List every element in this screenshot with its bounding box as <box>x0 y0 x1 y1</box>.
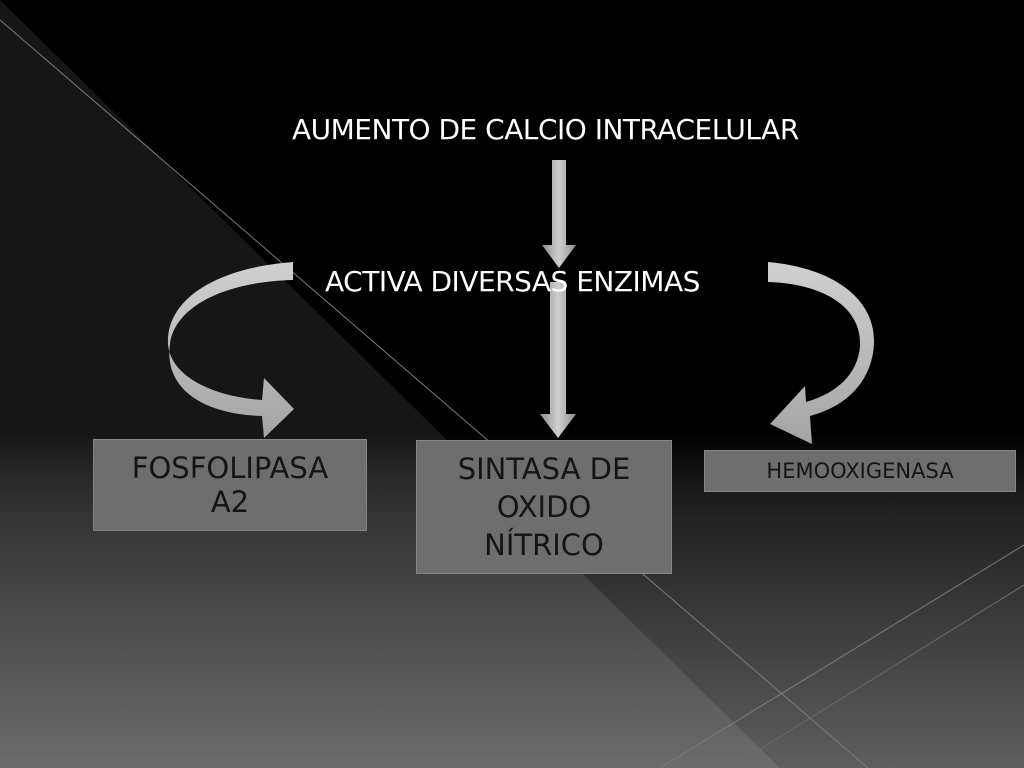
enzyme-label: HEMOOXIGENASA <box>766 459 954 483</box>
enzyme-label: SINTASA DE OXIDO NÍTRICO <box>457 452 631 562</box>
enzyme-label: FOSFOLIPASA A2 <box>131 451 329 519</box>
curved-arrow-right <box>768 262 875 444</box>
step-calcio-intracelular: AUMENTO DE CALCIO INTRACELULAR <box>292 113 799 146</box>
bg-diagonal-shade <box>0 0 780 768</box>
curved-arrow-left <box>167 262 294 438</box>
arrow-down-step1-to-step2 <box>542 160 576 268</box>
enzyme-box-sintasa-oxido-nitrico: SINTASA DE OXIDO NÍTRICO <box>416 440 672 574</box>
arrow-down-to-enzyme-2 <box>540 282 576 438</box>
bg-line-1 <box>0 19 869 768</box>
bg-line-3 <box>729 584 1024 768</box>
enzyme-box-hemooxigenasa: HEMOOXIGENASA <box>704 450 1016 492</box>
step-activa-enzimas: ACTIVA DIVERSAS ENZIMAS <box>325 265 700 298</box>
enzyme-box-fosfolipasa: FOSFOLIPASA A2 <box>93 439 367 531</box>
bg-line-2 <box>659 544 1024 768</box>
